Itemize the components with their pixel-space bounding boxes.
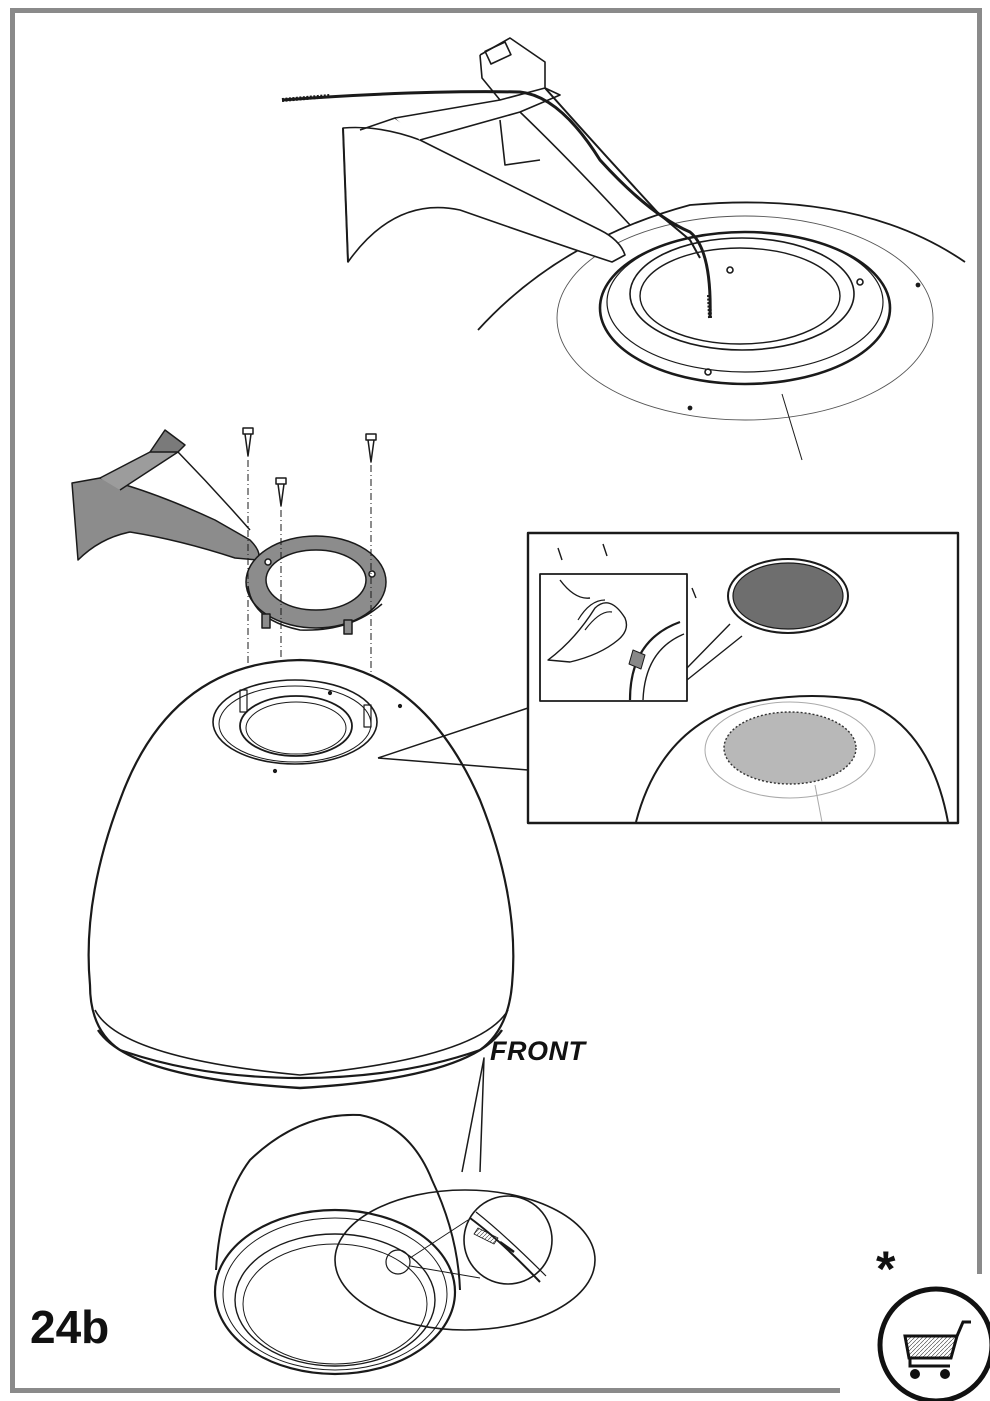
- frame-border-bottom: [10, 1388, 840, 1393]
- step-number-label: 24b: [30, 1301, 110, 1353]
- detail-inset: [526, 531, 960, 825]
- front-label: FRONT: [490, 1036, 586, 1066]
- exploded-bracket-assembly: [71, 427, 387, 765]
- underside-view: [213, 1057, 596, 1376]
- frame-border-left: [10, 8, 15, 1393]
- optional-part-asterisk: *: [876, 1241, 896, 1297]
- cart-icon: [877, 1286, 990, 1401]
- hood-top-with-bracket: [281, 37, 966, 461]
- frame-border-top: [10, 8, 982, 13]
- hood-dome: [87, 658, 529, 1090]
- frame-border-right: [977, 8, 982, 1274]
